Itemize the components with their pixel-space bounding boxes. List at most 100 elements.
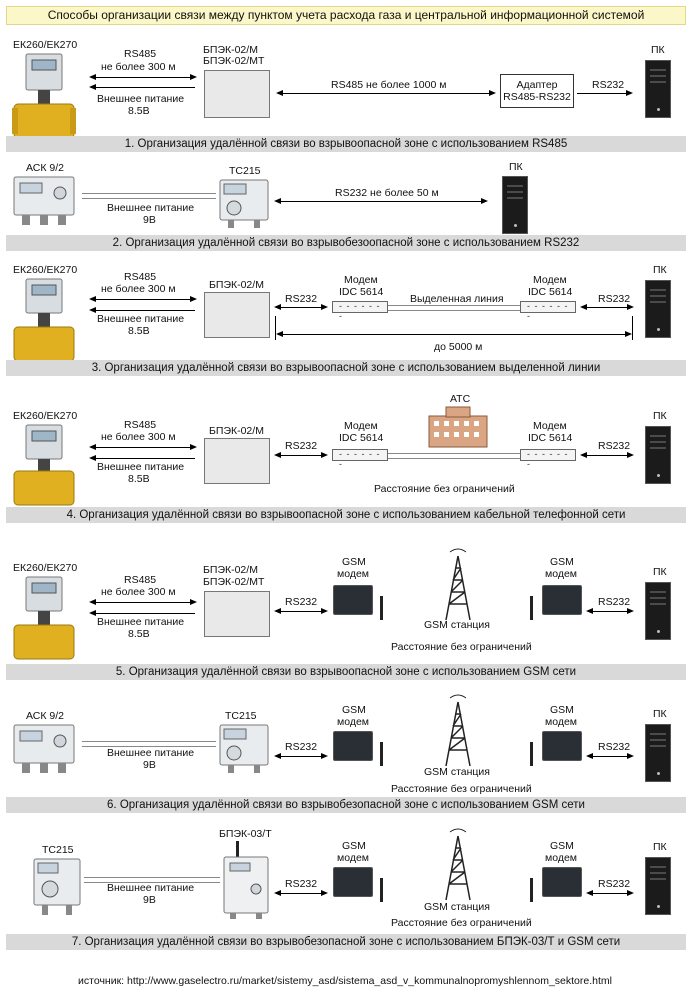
power-label: Внешнее питание (107, 882, 195, 894)
pc-label: ПК (653, 264, 667, 276)
caption-2: 2. Организация удалённой связи во взрыво… (6, 235, 686, 251)
bpek-unit-icon (204, 70, 270, 118)
modem-model-label: IDC 5614 (339, 286, 384, 298)
rs485-1000-arrow (276, 90, 496, 96)
power-label: Внешнее питание (97, 93, 185, 105)
ack-corrector-icon (13, 176, 75, 225)
pc-tower-icon (502, 176, 528, 234)
no-limit-label: Расстояние без ограничений (391, 641, 532, 653)
gsm-label: GSM (342, 840, 366, 852)
gsm-modem-label: модем (545, 568, 578, 580)
rs232-label: RS232 (598, 293, 631, 305)
rs232-label: RS232 (285, 596, 318, 608)
gsm-tower-icon (445, 828, 471, 901)
ek-gas-meter-icon (13, 576, 75, 660)
source-link[interactable]: источник: http://www.gaselectro.ru/marke… (78, 975, 612, 987)
power-arrow (89, 307, 195, 313)
pc-label: ПК (653, 410, 667, 422)
gsm-modem-label: модем (337, 568, 370, 580)
gsm-modem-icon (333, 731, 373, 761)
leased-line-label: Выделенная линия (410, 293, 504, 305)
power-voltage-label: 8.5В (128, 325, 150, 337)
pc-tower-icon (645, 857, 671, 915)
adapter-label: Адаптер (516, 79, 558, 91)
tc215-corrector-icon (219, 179, 269, 228)
no-limit-label: Расстояние без ограничений (374, 483, 515, 495)
distance-300-label: не более 300 м (101, 283, 176, 295)
rs232-label: RS232 (285, 440, 318, 452)
rs232-arrow (586, 608, 634, 614)
rs485-label: RS485 (124, 574, 157, 586)
power-voltage-label: 9В (143, 214, 156, 226)
bpek-02m-label: БПЭК-02/М (209, 425, 264, 437)
rs232-label: RS232 (598, 878, 631, 890)
gsm-station-label: GSM станция (424, 901, 490, 913)
pc-tower-icon (645, 426, 671, 484)
power-arrow (89, 84, 195, 90)
rs232-arrow (274, 890, 328, 896)
modem-label: Модем (344, 274, 378, 286)
modem-model-label: IDC 5614 (528, 286, 573, 298)
rs485-link-arrow (89, 599, 197, 605)
gsm-modem-icon (333, 585, 373, 615)
page-title: Способы организации связи между пунктом … (6, 6, 686, 25)
pc-label: ПК (651, 44, 665, 56)
caption-7: 7. Организация удалённой связи во взрыво… (6, 934, 686, 950)
caption-5: 5. Организация удалённой связи во взрыво… (6, 664, 686, 680)
gsm-modem-label: модем (545, 852, 578, 864)
power-arrow (89, 455, 195, 461)
modem-model-label: IDC 5614 (339, 432, 384, 444)
caption-1: 1. Организация удалённой связи во взрыво… (6, 136, 686, 152)
power-cable (82, 741, 216, 747)
rs232-label: RS232 (285, 878, 318, 890)
ek-meter-label: ЕК260/ЕК270 (13, 562, 78, 574)
idc-modem-icon (332, 449, 388, 469)
bpek-02m-label: БПЭК-02/М (203, 44, 258, 56)
distance-tick (275, 316, 276, 340)
bpek-unit-icon (204, 292, 270, 338)
rs232-arrow (274, 452, 328, 458)
leased-line-cable (388, 305, 520, 311)
antenna-icon (530, 596, 533, 620)
distance-5000-label: до 5000 м (434, 341, 483, 353)
ack-label: АСК 9/2 (26, 710, 64, 722)
rs232-label: RS232 (598, 440, 631, 452)
antenna-icon (530, 742, 533, 766)
power-label: Внешнее питание (97, 461, 185, 473)
pc-tower-icon (645, 724, 671, 782)
rs232-label: RS232 (285, 293, 318, 305)
power-voltage-label: 9В (143, 759, 156, 771)
gsm-label: GSM (342, 704, 366, 716)
power-voltage-label: 8.5В (128, 105, 150, 117)
gsm-modem-label: модем (337, 852, 370, 864)
ek-meter-label: ЕК260/ЕК270 (13, 39, 78, 51)
bpek-02m-label: БПЭК-02/М (203, 564, 258, 576)
gsm-modem-label: модем (337, 716, 370, 728)
distance-tick (632, 316, 633, 340)
caption-6: 6. Организация удалённой связи во взрыво… (6, 797, 686, 813)
rs232-arrow (586, 753, 634, 759)
telephone-cable (388, 453, 520, 459)
pc-label: ПК (653, 841, 667, 853)
rs485-link-arrow (89, 444, 197, 450)
pc-label: ПК (653, 708, 667, 720)
ek-meter-label: ЕК260/ЕК270 (13, 264, 78, 276)
antenna-icon (380, 596, 383, 620)
gsm-label: GSM (550, 704, 574, 716)
antenna-icon (380, 878, 383, 902)
bpek-03t-unit-icon (223, 841, 269, 919)
gsm-label: GSM (550, 556, 574, 568)
ek-meter-label: ЕК260/ЕК270 (13, 410, 78, 422)
ek-gas-meter-icon (13, 278, 75, 362)
power-label: Внешнее питание (107, 202, 195, 214)
gsm-tower-icon (445, 694, 471, 767)
rs232-label: RS232 (598, 596, 631, 608)
power-voltage-label: 9В (143, 894, 156, 906)
bpek-02mt-label: БПЭК-02/МТ (203, 55, 265, 67)
rs485-link-arrow (89, 296, 197, 302)
rs232-arrow (274, 304, 328, 310)
gsm-modem-label: модем (545, 716, 578, 728)
bpek-02m-label: БПЭК-02/М (209, 279, 264, 291)
ack-corrector-icon (13, 724, 75, 773)
power-label: Внешнее питание (97, 616, 185, 628)
